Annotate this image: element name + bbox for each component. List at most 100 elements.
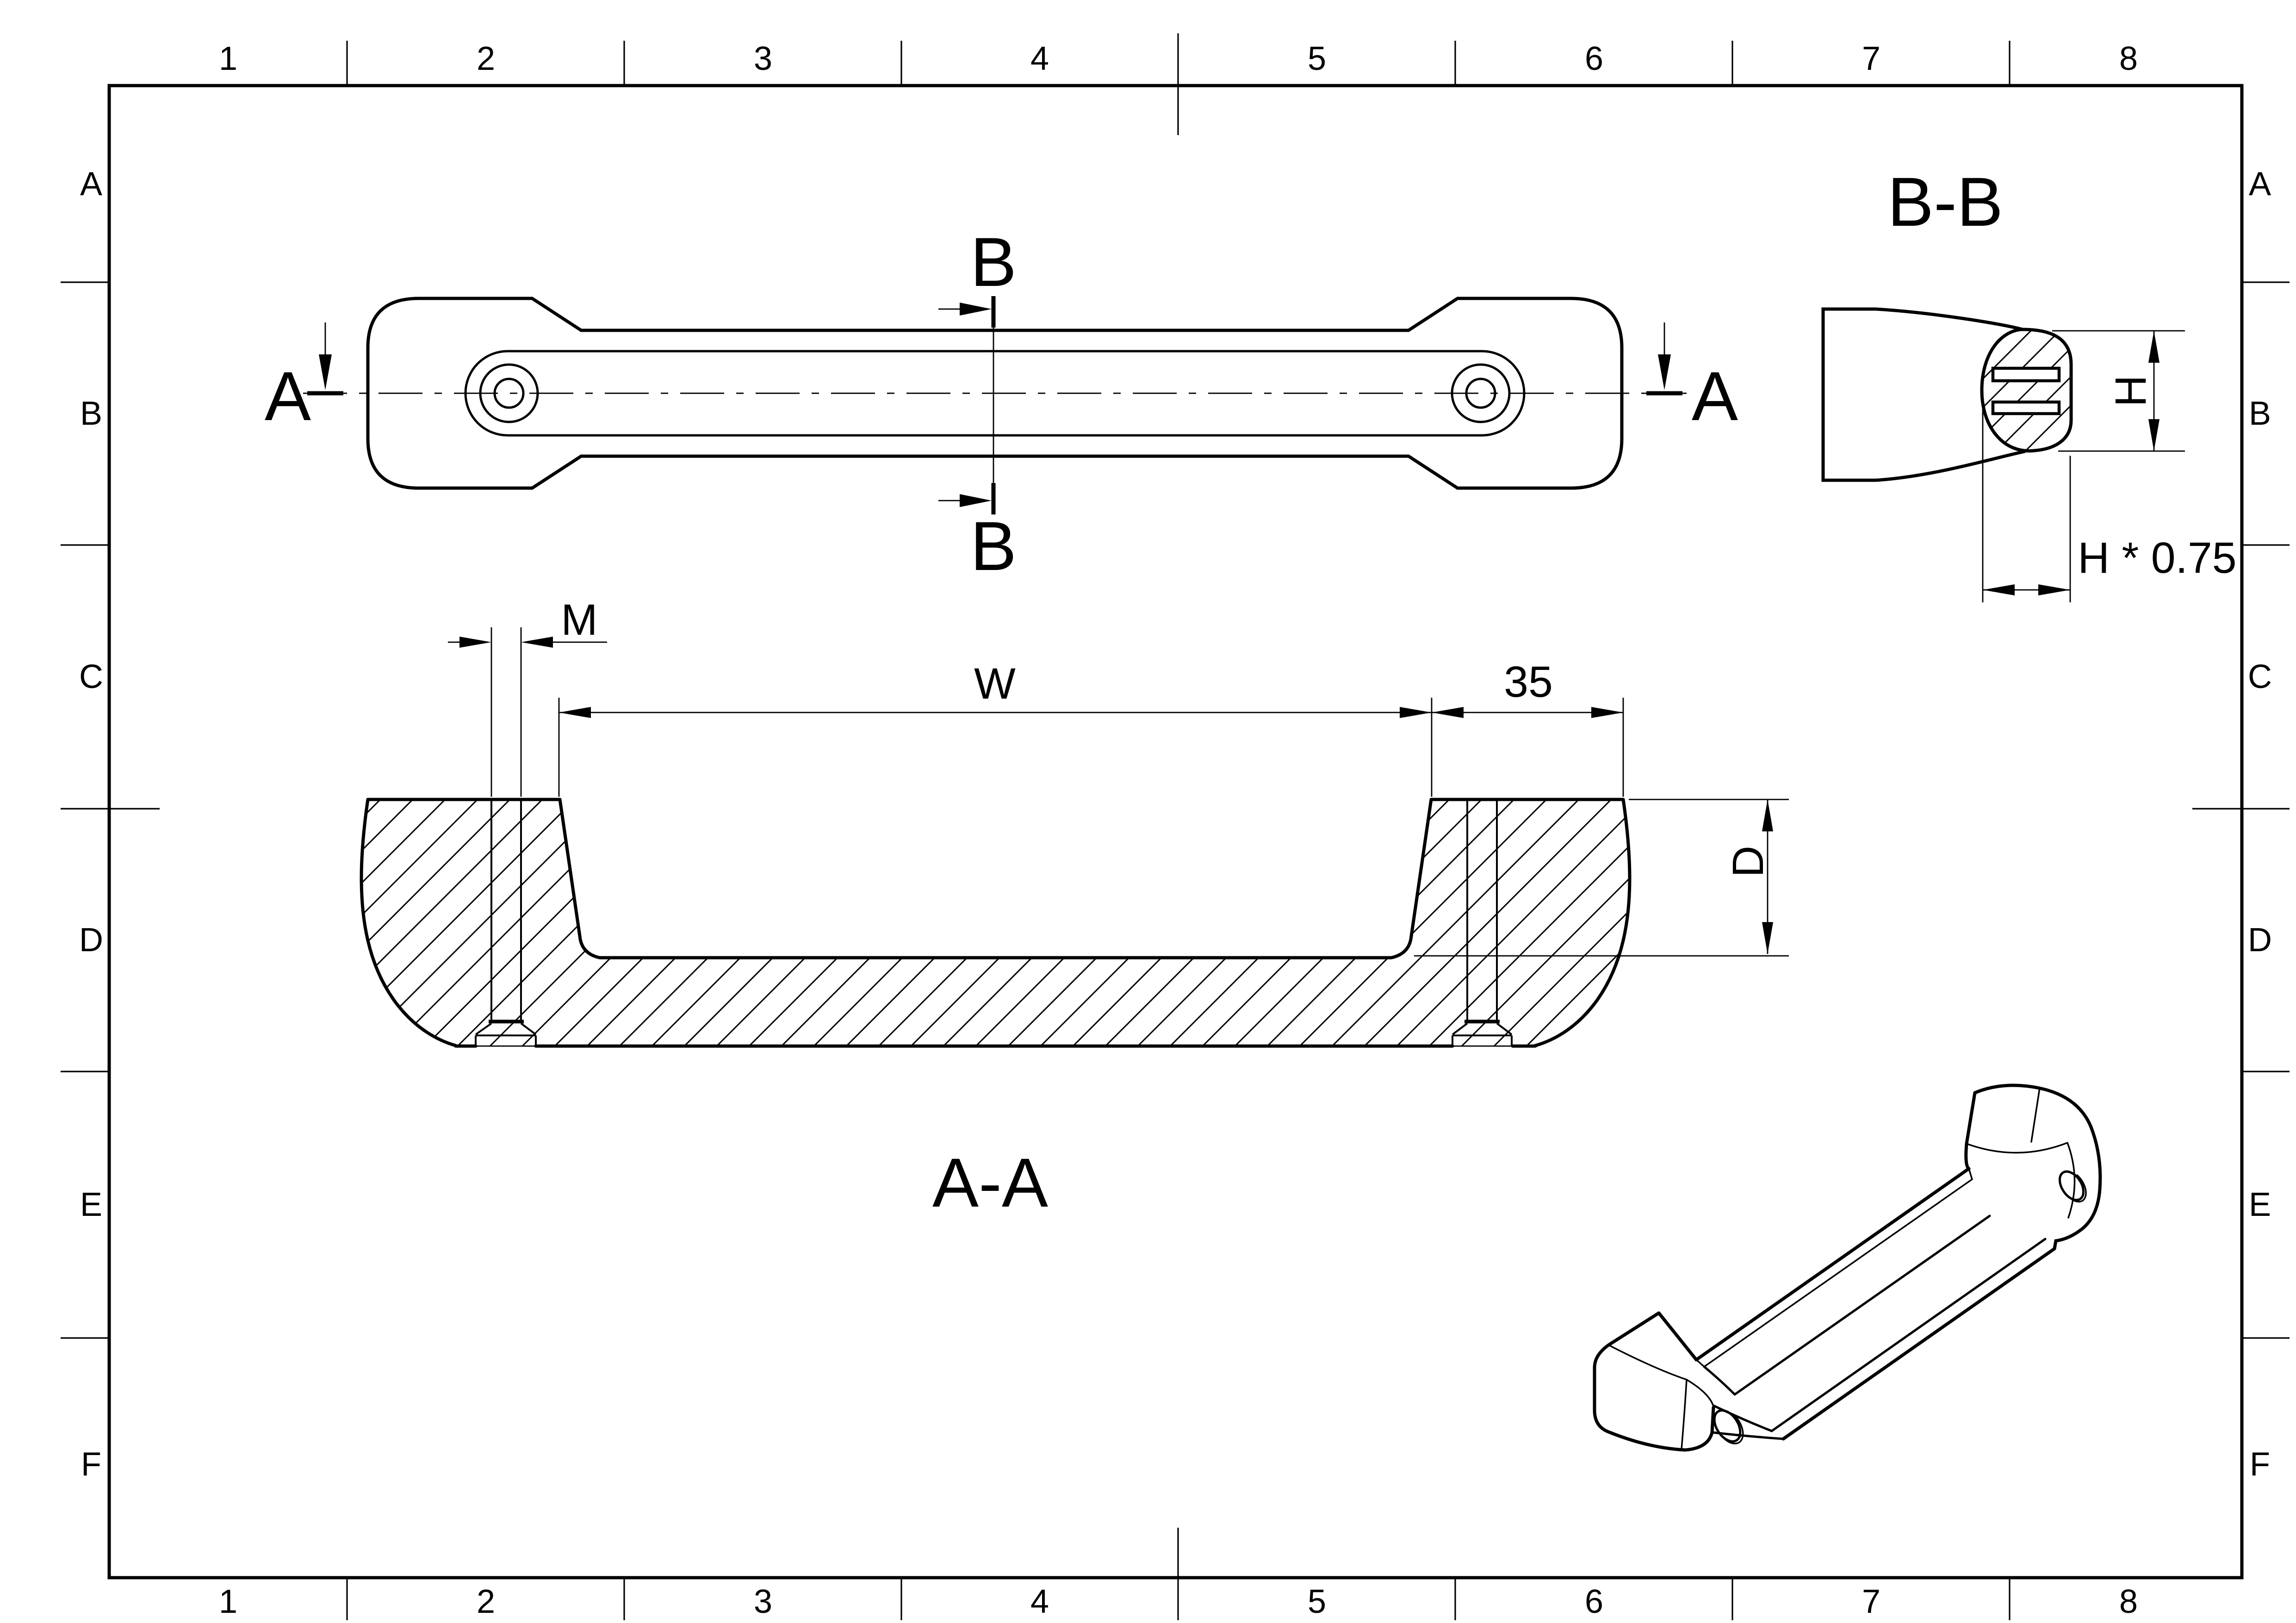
hatch-line <box>749 799 1121 1046</box>
section-a-marker-right: A <box>1646 322 1738 435</box>
dim-h-arrowhead-bottom <box>2148 419 2159 451</box>
iso-bar-top-chamfer <box>1695 1168 1973 1368</box>
section-bb-hatching <box>1982 329 2071 451</box>
hatch-line <box>619 799 991 1046</box>
dim-d-extension-lines <box>1414 799 1789 957</box>
aa-screw-channels <box>490 799 1498 1021</box>
sheet-border <box>107 84 2244 1580</box>
col-label-top-3: 3 <box>754 40 772 77</box>
section-a-arrowhead-left <box>319 354 332 390</box>
hatch-line <box>943 799 1315 1046</box>
dim-h075-label: H * 0.75 <box>2078 533 2236 582</box>
zone-ticks-left <box>61 281 109 1339</box>
section-b-letter-bottom: B <box>970 507 1017 585</box>
hatch-line <box>361 799 473 1046</box>
col-label-bottom-5: 5 <box>1308 1583 1326 1620</box>
iso-bar-face-top <box>1733 1214 1991 1396</box>
hatch-line <box>361 799 538 1046</box>
left-hole-circle <box>493 378 525 409</box>
dim-35-arrowhead-left <box>1432 707 1464 718</box>
zone-ticks-right <box>2242 281 2290 1339</box>
dim-w: W <box>558 659 1433 797</box>
dim-h075-arrowhead-right <box>2038 584 2070 595</box>
dim-h-extension-lines <box>2052 330 2185 452</box>
dim-35: 35 <box>1432 657 1624 797</box>
section-a-letter-right: A <box>1692 357 1738 435</box>
row-label-right-d: D <box>2248 922 2272 959</box>
dim-w-label: W <box>974 659 1016 708</box>
section-a-arrowhead-right <box>1658 354 1671 390</box>
hatch-line <box>878 799 1250 1046</box>
top-view: A A B B <box>265 223 1738 585</box>
iso-far-cap-facets <box>1966 1087 2076 1219</box>
section-a-letter-left: A <box>265 357 311 435</box>
hatch-line <box>652 799 1024 1046</box>
dim-h-arrowhead-top <box>2148 331 2159 363</box>
section-aa-hatching <box>361 799 1630 1046</box>
hatch-line <box>1364 799 1630 1046</box>
hatch-line <box>716 799 1088 1046</box>
dim-h075-arrowhead-left <box>1983 584 2015 595</box>
col-label-bottom-7: 7 <box>1862 1583 1880 1620</box>
col-label-bottom-6: 6 <box>1585 1583 1603 1620</box>
zone-ticks-top <box>346 41 2011 86</box>
iso-far-hole <box>2058 1170 2085 1202</box>
row-label-right-a: A <box>2249 166 2271 203</box>
hatch-line <box>554 799 926 1046</box>
row-label-left-f: F <box>81 1446 101 1483</box>
hatch-line <box>1267 799 1630 1046</box>
hatch-line <box>975 799 1347 1046</box>
col-label-bottom-2: 2 <box>477 1583 495 1620</box>
iso-far-hole-inner-arc <box>2068 1174 2087 1203</box>
row-label-right-c: C <box>2248 658 2272 695</box>
col-label-top-8: 8 <box>2119 40 2138 77</box>
hatch-line <box>1429 799 1630 1046</box>
iso-bar-face-bottom <box>1770 1238 2047 1432</box>
dim-h: H <box>2052 330 2185 452</box>
row-label-right-b: B <box>2249 395 2271 432</box>
dim-w-arrowhead-left <box>559 707 591 718</box>
col-label-bottom-4: 4 <box>1030 1583 1049 1620</box>
section-a-marker-left: A <box>265 322 343 435</box>
iso-bar-bottom-edge <box>1781 1247 2056 1441</box>
hatch-line <box>1982 329 2056 451</box>
hatch-line <box>361 799 441 1046</box>
hatch-line <box>361 799 602 1046</box>
centering-marks <box>61 33 2290 1620</box>
hatch-line <box>684 799 1056 1046</box>
row-label-right-e: E <box>2249 1186 2271 1223</box>
dim-35-arrowhead-right <box>1591 707 1623 718</box>
row-label-right-f: F <box>2250 1446 2270 1483</box>
hatch-line <box>361 799 570 1046</box>
hatch-line <box>1982 329 2071 451</box>
handle-outline <box>366 297 1624 490</box>
iso-near-hole-inner-arc <box>1724 1413 1744 1444</box>
hatch-line <box>1040 799 1412 1046</box>
dim-w-arrowhead-right <box>1400 707 1432 718</box>
col-label-bottom-8: 8 <box>2119 1583 2138 1620</box>
col-label-bottom-1: 1 <box>219 1583 237 1620</box>
row-label-left-a: A <box>80 166 102 203</box>
iso-far-cap-outline <box>1964 1084 2102 1251</box>
aa-inner-walls <box>558 798 1433 960</box>
dim-m-arrowhead-right <box>521 637 553 648</box>
hatch-line <box>1008 799 1380 1046</box>
dim-h-label: H <box>2106 375 2155 407</box>
dim-m-arrowhead-left <box>459 637 491 648</box>
hatch-line <box>1396 799 1630 1046</box>
col-label-top-2: 2 <box>477 40 495 77</box>
iso-near-cap-outline <box>1593 1311 1715 1452</box>
row-label-left-c: C <box>79 658 103 695</box>
right-hole-circle <box>1465 378 1496 409</box>
dim-h075: H * 0.75 <box>1982 407 2237 602</box>
hatch-line <box>361 799 667 1046</box>
section-b-arrowhead-bottom <box>960 494 992 507</box>
zone-ticks-bottom <box>346 1578 2011 1620</box>
hatch-line <box>846 799 1218 1046</box>
section-bb-view: H H * 0.75 B-B <box>1821 163 2237 602</box>
section-aa-title: A-A <box>932 1144 1048 1221</box>
dim-m-extension-lines <box>490 627 522 797</box>
hatch-line <box>1299 799 1630 1046</box>
hatch-line <box>1982 329 2071 451</box>
